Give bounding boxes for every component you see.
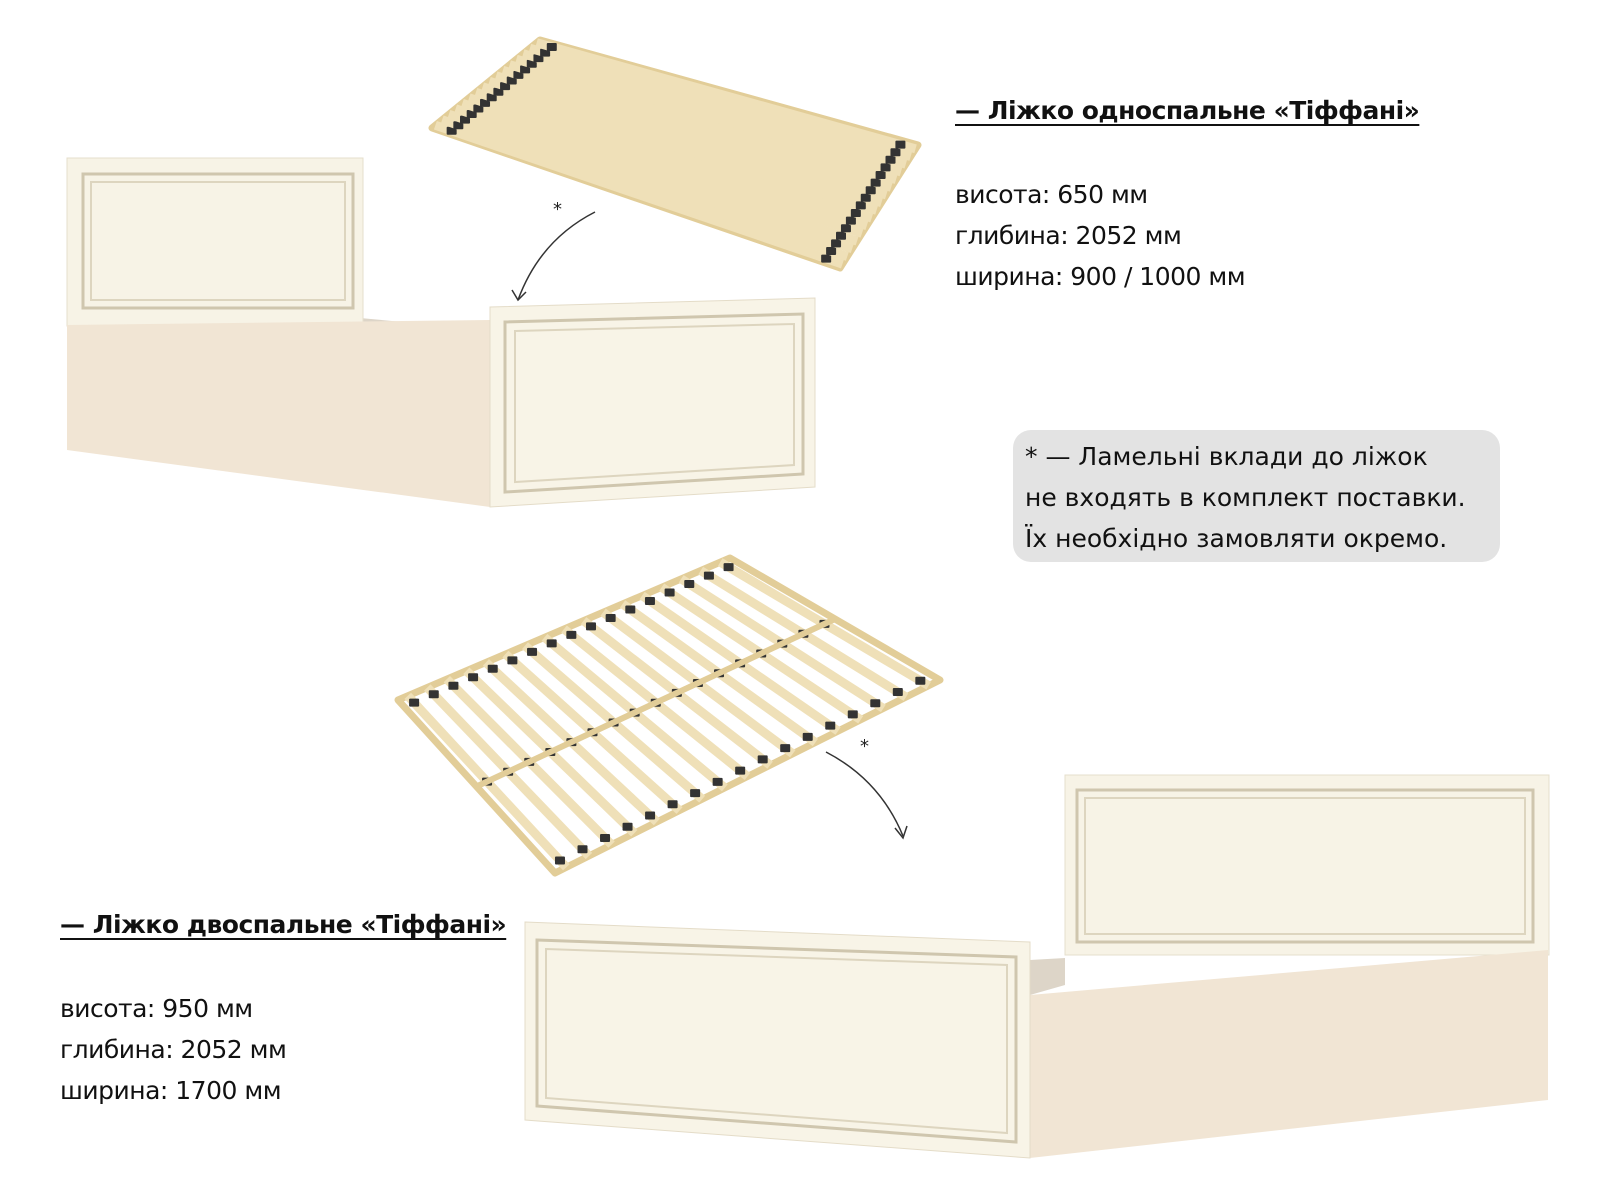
slat <box>494 71 888 200</box>
slat-holder <box>757 755 768 764</box>
arrow-icon <box>517 211 596 301</box>
slat-holder <box>527 647 538 656</box>
slat-holder <box>735 766 746 775</box>
slat-holder <box>836 231 847 240</box>
slat-holder <box>554 856 565 865</box>
slat-holder <box>577 845 588 854</box>
note-line: * — Ламельні вклади до ліжок <box>1025 442 1428 471</box>
slat-holder <box>605 613 616 622</box>
slat <box>433 120 844 269</box>
slat-holder <box>831 239 842 248</box>
slat-holder <box>885 155 896 164</box>
slat-holder <box>840 224 851 233</box>
slat <box>488 76 883 207</box>
slat-holder <box>664 588 675 597</box>
slat-holder <box>870 699 881 708</box>
slat-holder <box>585 622 596 631</box>
single-slatted-base <box>428 36 922 272</box>
slat-holder <box>860 193 871 202</box>
slats-note: * — Ламельні вклади до ліжок не входять … <box>1013 430 1500 562</box>
slat <box>535 38 917 154</box>
slat <box>454 104 859 246</box>
double-slatted-base <box>394 554 944 877</box>
slat-holder <box>880 163 891 172</box>
slat-holder <box>600 833 611 842</box>
slat-holder <box>622 822 633 831</box>
single-bed-title: — Ліжко односпальне «Тіффані» <box>955 96 1420 125</box>
slat-holder <box>645 811 656 820</box>
slat <box>521 49 908 169</box>
slat-holder <box>890 148 901 157</box>
single-bed-specs: висота: 650 мм глибина: 2052 мм ширина: … <box>955 174 1246 297</box>
slat <box>460 98 864 238</box>
slat-frame <box>394 554 944 877</box>
slat <box>447 109 854 254</box>
slat-holder <box>667 800 678 809</box>
note-line: Їх необхідно замовляти окремо. <box>1025 524 1448 553</box>
slat-holder <box>915 676 926 685</box>
slat-holder <box>546 639 557 648</box>
single-bed-illustration <box>66 157 816 508</box>
slat-holder <box>780 744 791 753</box>
slat-holder <box>690 789 701 798</box>
slat-holder <box>855 201 866 210</box>
slat-holder <box>625 605 636 614</box>
slat-holder <box>644 597 655 606</box>
slat-holder <box>802 732 813 741</box>
slat-holder <box>546 42 557 51</box>
double-bed-title: — Ліжко двоспальне «Тіффані» <box>60 910 507 939</box>
slat <box>501 65 893 192</box>
slat-marker: * <box>553 199 562 220</box>
slat-holder <box>850 209 861 217</box>
slat-holder <box>448 681 459 690</box>
spec-height: висота: 650 мм <box>955 180 1148 209</box>
slat-holder <box>712 777 723 786</box>
slat-holder <box>826 247 837 255</box>
spec-width: ширина: 1700 мм <box>60 1076 282 1105</box>
slat-holder <box>468 673 479 682</box>
spec-height: висота: 950 мм <box>60 994 253 1023</box>
slat <box>474 87 874 223</box>
slat-holder <box>895 140 906 149</box>
slat-holder <box>723 563 734 572</box>
slat-holder <box>865 186 876 195</box>
slat-center-beam <box>475 616 837 790</box>
slat-holder <box>566 630 577 639</box>
slat-holder <box>870 178 881 187</box>
slat-holder <box>684 580 695 589</box>
slat <box>467 93 869 231</box>
slat-holder <box>409 698 420 707</box>
slat-holder <box>507 656 518 665</box>
slat-holder <box>845 216 856 225</box>
slat <box>440 115 849 261</box>
slat-holder <box>875 171 886 179</box>
double-bed-specs: висота: 950 мм глибина: 2052 мм ширина: … <box>60 988 287 1111</box>
slat <box>528 43 912 161</box>
double-bed-illustration <box>524 774 1550 1159</box>
slat-holder <box>703 571 714 580</box>
slat-holder <box>428 690 439 699</box>
slat <box>481 82 878 215</box>
spec-depth: глибина: 2052 мм <box>955 221 1182 250</box>
slat <box>508 60 898 184</box>
slat-holder <box>847 710 858 719</box>
slat-marker: * <box>860 736 869 757</box>
slat-holder <box>892 687 903 696</box>
note-line: не входять в комплект поставки. <box>1025 483 1466 512</box>
spec-depth: глибина: 2052 мм <box>60 1035 287 1064</box>
arrow-icon <box>825 751 904 837</box>
slat-holder <box>821 254 832 263</box>
slat <box>515 54 903 177</box>
slat-holder <box>487 664 498 673</box>
spec-width: ширина: 900 / 1000 мм <box>955 262 1246 291</box>
slat-holder <box>825 721 836 730</box>
